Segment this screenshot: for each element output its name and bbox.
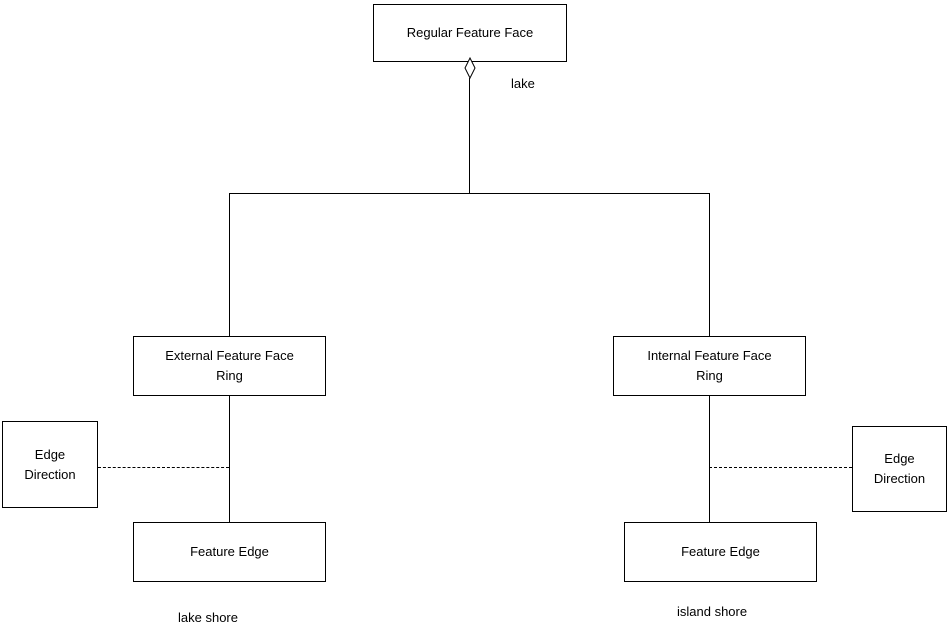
dashed-line-edge-direction-right — [709, 467, 852, 468]
node-regular-feature-face[interactable]: Regular Feature Face — [373, 4, 567, 62]
node-external-feature-face-ring[interactable]: External Feature Face Ring — [133, 336, 326, 396]
dashed-line-edge-direction-left — [98, 467, 229, 468]
island-shore-label: island shore — [677, 604, 748, 619]
aggregation-diamond-icon — [464, 57, 476, 79]
lake-shore-label: lake shore — [178, 610, 238, 625]
node-feature-edge-right[interactable]: Feature Edge — [624, 522, 817, 582]
connector-aggregation-stem — [469, 78, 470, 193]
connector-branch-to-external-ring — [229, 193, 230, 336]
lake-label: lake — [511, 76, 535, 91]
node-label: Edge Direction — [873, 451, 926, 486]
node-label: Internal Feature Face Ring — [647, 348, 772, 383]
connector-external-ring-to-feature-edge — [229, 396, 230, 522]
node-internal-feature-face-ring[interactable]: Internal Feature Face Ring — [613, 336, 806, 396]
connector-internal-ring-to-feature-edge — [709, 396, 710, 522]
node-label: Edge Direction — [24, 446, 76, 482]
node-edge-direction-right[interactable]: Edge Direction — [852, 426, 947, 512]
connector-branch-horizontal — [229, 193, 710, 194]
node-label: Feature Edge — [190, 544, 269, 559]
node-label: External Feature Face Ring — [165, 348, 294, 383]
node-label: Feature Edge — [681, 544, 760, 559]
node-feature-edge-left[interactable]: Feature Edge — [133, 522, 326, 582]
connector-branch-to-internal-ring — [709, 193, 710, 336]
node-label: Regular Feature Face — [406, 25, 534, 40]
node-edge-direction-left[interactable]: Edge Direction — [2, 421, 98, 508]
